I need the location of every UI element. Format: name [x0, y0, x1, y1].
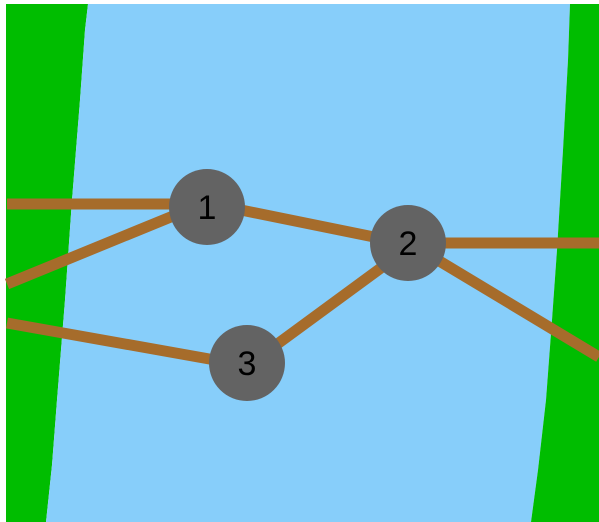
river — [46, 4, 570, 522]
bridge-node-2-to-right-bank-lower[interactable] — [433, 254, 599, 362]
bridge-node-3-to-node-2[interactable] — [272, 257, 393, 350]
node-3-circle — [209, 325, 285, 401]
node-1-circle — [169, 169, 245, 245]
node-3[interactable]: 3 — [209, 325, 285, 401]
bridge-node-1-to-node-2[interactable] — [239, 204, 376, 243]
node-2-label: 2 — [399, 225, 418, 263]
node-1[interactable]: 1 — [169, 169, 245, 245]
node-3-label: 3 — [238, 345, 257, 383]
right-bank — [531, 4, 599, 522]
bridge-left-bank-to-node-1-lower[interactable] — [4, 208, 181, 290]
node-2-circle — [370, 205, 446, 281]
node-2[interactable]: 2 — [370, 205, 446, 281]
node-1-label: 1 — [198, 189, 217, 227]
bridges — [4, 198, 599, 366]
bridge-left-bank-to-node-3[interactable] — [6, 317, 216, 366]
